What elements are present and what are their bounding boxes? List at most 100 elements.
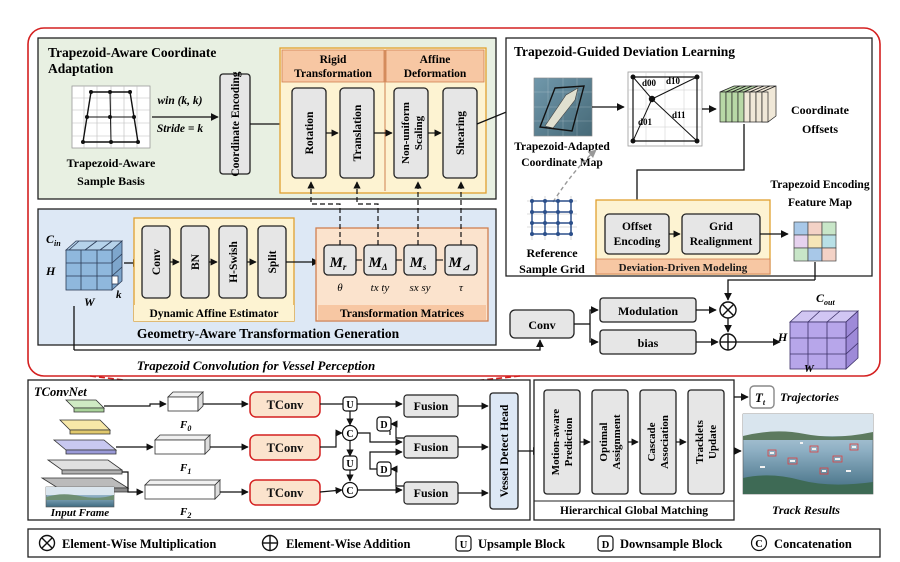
legend-bar — [27, 528, 881, 558]
legend-mult-label: Element-Wise Multiplication — [62, 537, 216, 551]
f0-label: F0 — [179, 419, 191, 433]
legend-concat-label: Concatenation — [774, 537, 852, 551]
hgm-title: Hierarchical Global Matching — [560, 505, 708, 517]
concat-node-1: C — [341, 481, 359, 499]
cout-label: Cout — [816, 291, 835, 307]
rigid-header — [281, 49, 385, 83]
legend-downsample-label: Downsample Block — [620, 537, 722, 551]
f1-feature-map — [154, 434, 211, 455]
legend-concat-icon: C — [750, 534, 768, 552]
d10-label: d10 — [666, 76, 681, 86]
upsample-node-0: U — [342, 396, 358, 412]
matrix-delta: MΔ tx ty — [363, 244, 397, 294]
output-tensor-icon — [788, 310, 860, 370]
offset-encoding-label-2: Encoding — [614, 236, 661, 248]
input-w-label: W — [84, 295, 96, 309]
deviation-modeling-label: Deviation-Driven Modeling — [619, 262, 748, 274]
fusion-block-2-label: Fusion — [414, 486, 449, 500]
adapted-map-image — [533, 77, 593, 137]
coordinate-offsets-label-2: Offsets — [802, 122, 838, 136]
downsample-node-0: D — [376, 416, 392, 432]
output-w-label: W — [804, 363, 815, 375]
affine-header — [385, 49, 485, 83]
coordinate-offsets-label-1: Coordinate — [791, 103, 850, 117]
win-label: win (k, k) — [157, 95, 202, 107]
matrices-label: Transformation Matrices — [340, 308, 465, 320]
legend-downsample-icon: D — [597, 535, 614, 552]
cin-label: Cin — [46, 232, 61, 248]
f0-feature-map — [167, 391, 204, 412]
fusion-block-0-label: Fusion — [414, 399, 449, 413]
reference-grid-label-2: Sample Grid — [519, 262, 585, 276]
motion-label-2: Prediction — [563, 418, 575, 467]
modulation-label: Modulation — [618, 304, 678, 318]
coordinate-encoding-label: Coordinate Encoding — [230, 71, 242, 176]
cascade-label-2: Association — [659, 415, 671, 469]
bias-label: bias — [638, 336, 659, 350]
trajectories-label: Trajectories — [780, 390, 839, 404]
f2-feature-map — [144, 479, 221, 500]
legend-mult-icon — [38, 534, 56, 552]
optimal-label-2: Assignment — [611, 414, 623, 469]
svg-text:MΔ: MΔ — [368, 255, 388, 272]
estimator-split-label: Split — [267, 250, 279, 273]
svg-text:C: C — [755, 539, 763, 550]
matrix-shear-param: τ — [459, 282, 464, 294]
concat-node-0: C — [341, 424, 359, 442]
adapted-map-label-1: Trapezoid-Adapted — [514, 141, 610, 153]
offset-encoding-block — [604, 213, 670, 255]
scaling-label-1: Non-uniform — [400, 102, 412, 164]
rotation-label: Rotation — [304, 111, 316, 154]
tracklets-label-1: Tracklets — [694, 419, 706, 464]
reference-grid-icon — [527, 196, 577, 240]
coordinate-offsets-tensor — [719, 85, 777, 123]
grid-realignment-block — [681, 213, 761, 255]
tconv-block-2 — [249, 479, 321, 506]
tconvnet-title: TConvNet — [34, 385, 87, 399]
input-tensor-icon — [64, 240, 124, 291]
geometry-title: Geometry-Aware Transformation Generation — [137, 326, 400, 341]
cascade-label-1: Cascade — [646, 422, 658, 461]
bilinear-cell-icon — [627, 71, 703, 147]
d11-label: d11 — [672, 110, 686, 120]
input-kernel-icon — [111, 275, 119, 285]
coord-adapt-title: Trapezoid-Aware Coordinate — [48, 45, 216, 60]
trajectory-node: Tt — [749, 385, 775, 409]
d01-label: d01 — [638, 117, 653, 127]
deviation-title: Trapezoid-Guided Deviation Learning — [514, 44, 735, 59]
mult-op-icon — [719, 301, 737, 319]
input-frame-label: Input Frame — [50, 507, 109, 519]
f2-label: F2 — [179, 506, 191, 520]
matrix-s: Ms sx sy — [403, 244, 437, 294]
track-results-label: Track Results — [772, 503, 840, 517]
svg-text:U: U — [346, 459, 353, 470]
matrix-shear: M⊿ τ — [444, 244, 478, 294]
input-k-label: k — [116, 289, 122, 301]
fusion-block-1-label: Fusion — [414, 440, 449, 454]
legend-add-icon — [261, 534, 279, 552]
estimator-label: Dynamic Affine Estimator — [149, 308, 278, 320]
affine-header-label: Affine — [420, 54, 451, 66]
reference-grid-label-1: Reference — [526, 246, 578, 260]
shearing-label: Shearing — [455, 111, 467, 155]
estimator-hswish-label: H-Swish — [228, 241, 240, 283]
matrix-delta-param: tx ty — [371, 282, 390, 294]
vessel-detect-head-label: Vessel Detect Head — [499, 404, 511, 497]
svg-text:D: D — [380, 420, 387, 431]
svg-text:D: D — [380, 465, 387, 476]
tracklets-update-block — [687, 389, 725, 495]
legend-upsample-label: Upsample Block — [478, 537, 565, 551]
optimal-label-1: Optimal — [598, 422, 610, 461]
svg-text:U: U — [460, 540, 468, 551]
matrix-r-param: θ — [337, 282, 343, 294]
conv-block-label: Conv — [528, 318, 555, 332]
estimator-bn-label: BN — [190, 253, 202, 270]
input-frame-image — [45, 486, 115, 508]
encoding-feature-label-1: Trapezoid Encoding — [770, 179, 869, 191]
tracklets-label-2: Update — [707, 425, 719, 459]
matrix-s-param: sx sy — [409, 282, 430, 294]
estimator-conv-label: Conv — [151, 249, 163, 275]
legend-upsample-icon: U — [455, 535, 472, 552]
encoding-feature-map-icon — [793, 221, 837, 262]
